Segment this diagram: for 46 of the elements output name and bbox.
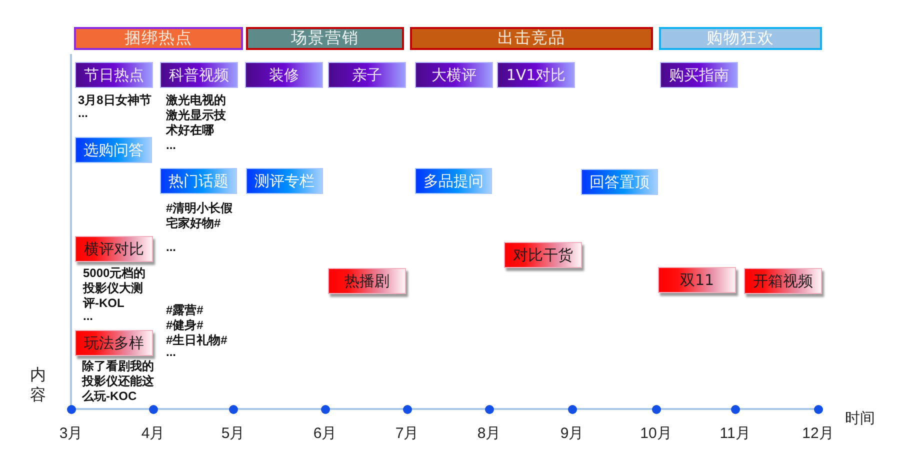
topic-box: 选购问答 — [75, 137, 152, 163]
example-text: 激光电视的激光显示技术好在哪 ... — [166, 93, 226, 153]
example-text: #露营# — [166, 303, 204, 318]
example-text: ... — [78, 106, 90, 121]
month-label: 9月 — [560, 424, 584, 443]
month-label: 5月 — [221, 424, 245, 443]
axis-title: 时间 — [845, 409, 875, 428]
topic-box: 热播剧 — [328, 268, 406, 294]
month-label: 11月 — [720, 424, 750, 443]
topic-box: 装修 — [245, 62, 323, 88]
topic-box: 双11 — [658, 267, 736, 293]
example-text: 3月8日女神节 — [78, 93, 152, 108]
example-text: #生日礼物# — [166, 333, 228, 348]
example-text: ... — [83, 309, 94, 324]
month-label: 12月 — [802, 424, 834, 443]
topic-box: 回答置顶 — [581, 169, 658, 195]
example-text: 5000元档的投影仪大测评-KOL — [83, 266, 147, 311]
month-label: 7月 — [395, 424, 419, 443]
example-text: ... — [166, 240, 178, 255]
month-label: 10月 — [640, 424, 672, 443]
category-banner: 捆绑热点 — [74, 27, 243, 50]
topic-box: 1V1对比 — [497, 62, 575, 88]
category-banner: 购物狂欢 — [659, 27, 822, 50]
topic-box: 热门话题 — [160, 168, 237, 194]
topic-box: 多品提问 — [415, 168, 492, 194]
topic-box: 对比干货 — [504, 242, 582, 268]
example-text: #健身# — [166, 318, 204, 333]
month-label: 3月 — [59, 424, 83, 443]
month-label: 8月 — [477, 424, 501, 443]
topic-box: 玩法多样 — [75, 330, 153, 356]
example-text: ... — [166, 345, 178, 360]
month-label: 6月 — [313, 424, 337, 443]
topic-box: 购买指南 — [660, 62, 738, 88]
category-banner: 出击竞品 — [410, 27, 653, 50]
topic-box: 大横评 — [415, 62, 493, 88]
topic-box: 横评对比 — [75, 236, 153, 262]
topic-box: 测评专栏 — [246, 168, 323, 194]
topic-box: 开箱视频 — [744, 268, 822, 294]
month-label: 4月 — [141, 424, 165, 443]
topic-box: 亲子 — [328, 62, 406, 88]
example-text: 除了看剧我的投影仪还能这么玩-KOC — [82, 359, 155, 404]
category-banner: 场景营销 — [246, 27, 404, 50]
topic-box: 节日热点 — [75, 62, 153, 88]
topic-box: 科普视频 — [160, 62, 238, 88]
axis-title: 内容 — [30, 366, 47, 406]
example-text: #清明小长假宅家好物# — [166, 201, 234, 231]
